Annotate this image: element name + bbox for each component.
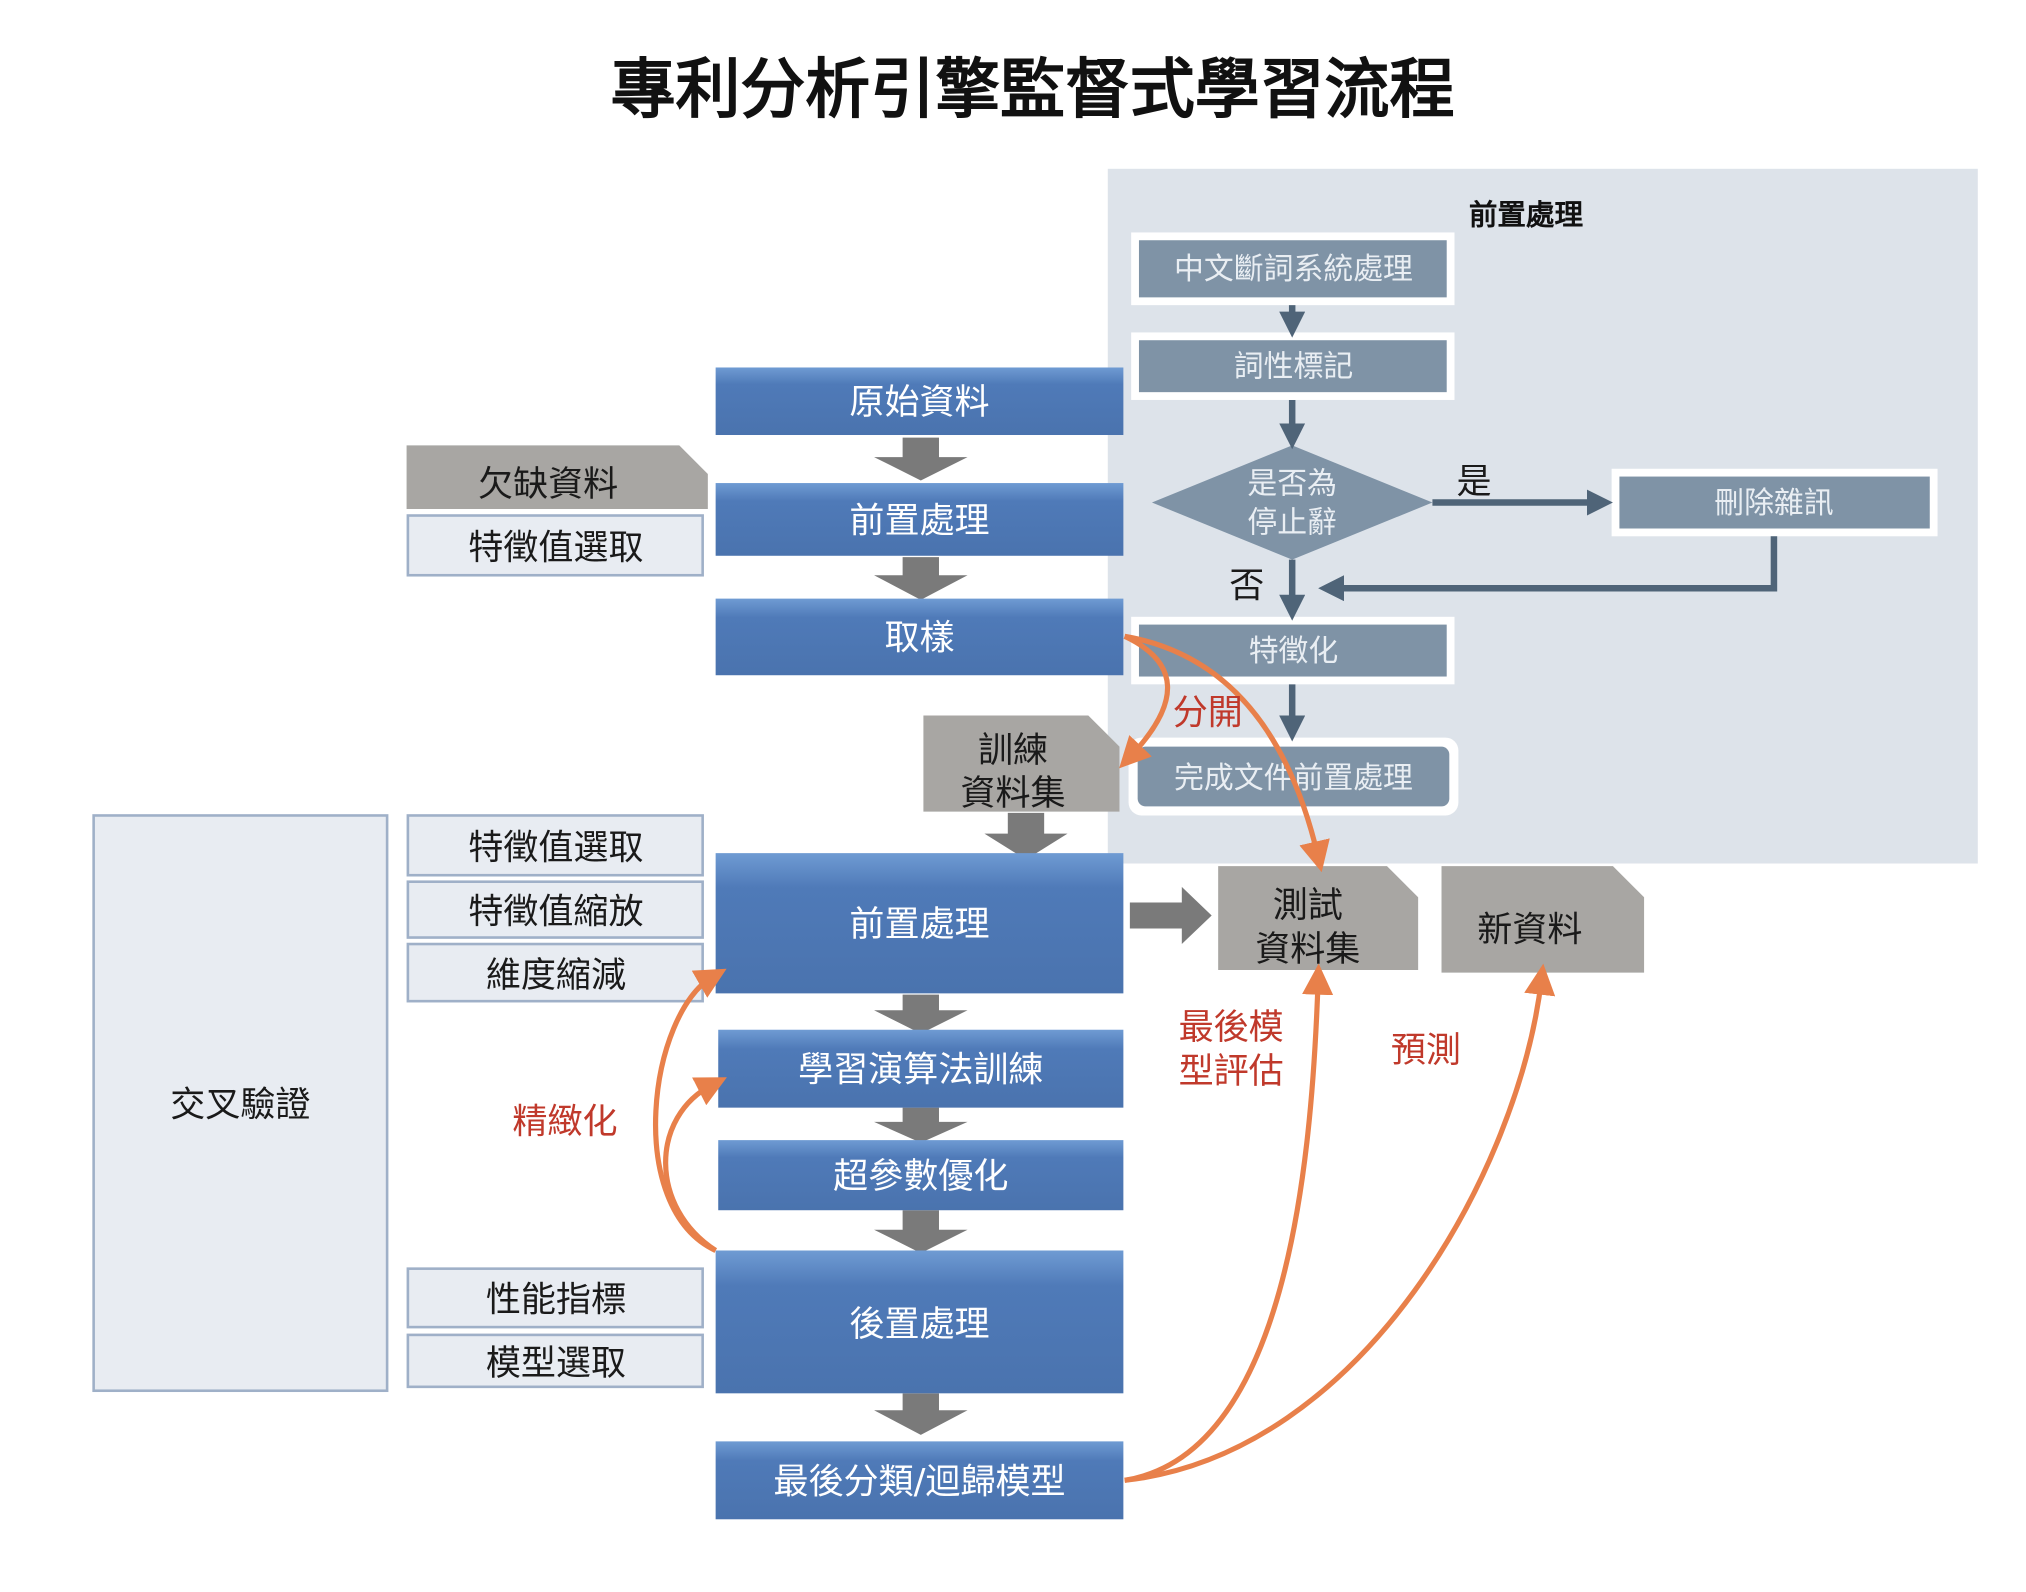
svg-text:是否為: 是否為 bbox=[1247, 466, 1337, 501]
flow-arrows bbox=[874, 437, 1212, 1435]
yes-label: 是 bbox=[1456, 461, 1491, 502]
svg-text:資料集: 資料集 bbox=[1255, 929, 1360, 970]
svg-text:最後分類/迴歸模型: 最後分類/迴歸模型 bbox=[773, 1461, 1065, 1502]
step-pos-tagging: 詞性標記 bbox=[1131, 332, 1455, 400]
page-title: 專利分析引擎監督式學習流程 bbox=[611, 52, 1455, 128]
main-hyperparam: 超參數優化 bbox=[718, 1140, 1124, 1211]
box-model-select: 模型選取 bbox=[406, 1333, 704, 1389]
svg-text:特徵值選取: 特徵值選取 bbox=[468, 528, 643, 569]
box-dim-reduction: 維度縮減 bbox=[406, 942, 704, 1003]
svg-text:維度縮減: 維度縮減 bbox=[486, 955, 626, 996]
box-feature-select-top: 特徵值選取 bbox=[406, 514, 704, 577]
svg-text:學習演算法訓練: 學習演算法訓練 bbox=[798, 1050, 1043, 1091]
svg-text:測試: 測試 bbox=[1273, 885, 1343, 926]
svg-text:取樣: 取樣 bbox=[884, 617, 954, 658]
main-postprocess: 後置處理 bbox=[715, 1250, 1124, 1394]
main-final-model: 最後分類/迴歸模型 bbox=[715, 1441, 1124, 1520]
svg-text:特徵值縮放: 特徵值縮放 bbox=[468, 891, 643, 932]
svg-text:前置處理: 前置處理 bbox=[849, 500, 989, 541]
svg-text:資料集: 資料集 bbox=[960, 773, 1065, 814]
doc-missing-data: 欠缺資料 bbox=[406, 445, 708, 510]
main-training: 學習演算法訓練 bbox=[718, 1029, 1124, 1108]
svg-text:訓練: 訓練 bbox=[978, 730, 1048, 771]
predict-label: 預測 bbox=[1391, 1030, 1461, 1071]
orange-arrows bbox=[653, 633, 1556, 1483]
svg-text:原始資料: 原始資料 bbox=[849, 382, 989, 423]
step-featurize: 特徵化 bbox=[1131, 616, 1455, 685]
svg-text:超參數優化: 超參數優化 bbox=[833, 1156, 1008, 1197]
main-raw-data: 原始資料 bbox=[715, 367, 1124, 436]
box-feature-scaling: 特徵值縮放 bbox=[406, 880, 704, 939]
svg-text:欠缺資料: 欠缺資料 bbox=[478, 464, 618, 505]
svg-text:交叉驗證: 交叉驗證 bbox=[170, 1085, 310, 1126]
refine-label: 精緻化 bbox=[512, 1102, 617, 1143]
step-segmentation: 中文斷詞系統處理 bbox=[1131, 232, 1455, 306]
final-eval-label-1: 最後模 bbox=[1179, 1007, 1284, 1048]
svg-text:模型選取: 模型選取 bbox=[486, 1343, 626, 1384]
svg-text:新資料: 新資料 bbox=[1477, 909, 1582, 950]
main-preprocess-1: 前置處理 bbox=[715, 483, 1124, 556]
svg-text:性能指標: 性能指標 bbox=[486, 1280, 626, 1321]
final-eval-label-2: 型評估 bbox=[1179, 1051, 1284, 1092]
svg-text:前置處理: 前置處理 bbox=[849, 904, 989, 945]
svg-text:停止辭: 停止辭 bbox=[1247, 505, 1337, 540]
svg-text:刪除雜訊: 刪除雜訊 bbox=[1714, 486, 1833, 521]
box-feature-select: 特徵值選取 bbox=[406, 814, 704, 877]
split-label: 分開 bbox=[1173, 693, 1243, 734]
stopword-decision: 是否為 停止辭 bbox=[1151, 445, 1433, 560]
main-preprocess-2: 前置處理 bbox=[715, 853, 1124, 994]
svg-text:特徵值選取: 特徵值選取 bbox=[468, 828, 643, 869]
no-label: 否 bbox=[1229, 565, 1264, 606]
svg-text:特徵化: 特徵化 bbox=[1249, 634, 1339, 669]
doc-new-data: 新資料 bbox=[1441, 866, 1645, 973]
preprocess-arrows bbox=[1279, 305, 1778, 742]
box-cross-validation: 交叉驗證 bbox=[92, 814, 389, 1393]
svg-text:後置處理: 後置處理 bbox=[849, 1304, 989, 1345]
step-remove-noise: 刪除雜訊 bbox=[1611, 468, 1938, 537]
preprocess-heading: 前置處理 bbox=[1469, 198, 1584, 232]
svg-text:中文斷詞系統處理: 中文斷詞系統處理 bbox=[1174, 252, 1413, 287]
main-sampling: 取樣 bbox=[715, 598, 1124, 676]
box-metrics: 性能指標 bbox=[406, 1267, 704, 1329]
svg-text:詞性標記: 詞性標記 bbox=[1234, 350, 1353, 385]
